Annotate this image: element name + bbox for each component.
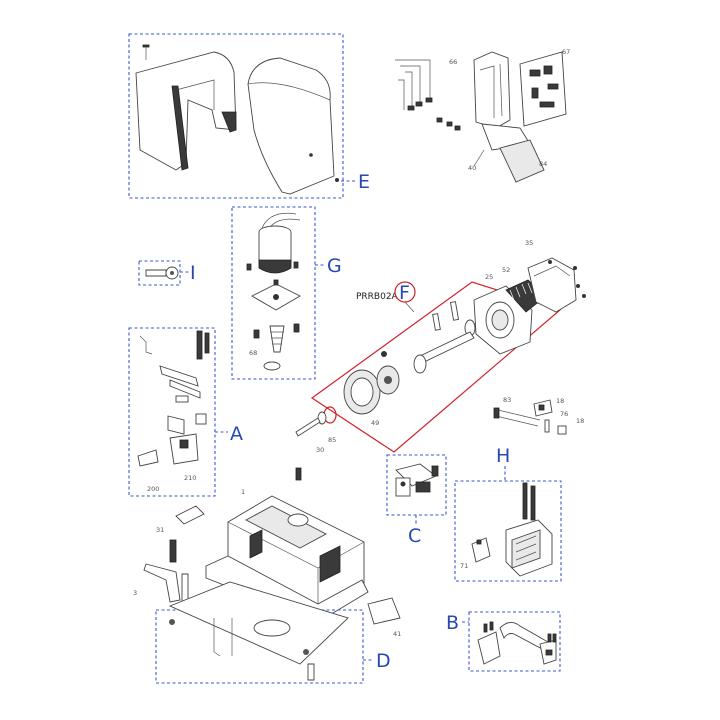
washer: [263, 361, 281, 371]
group-label-f: F: [399, 282, 410, 304]
back-cover: [247, 57, 335, 195]
mounting-bracket: [477, 631, 501, 665]
bearing: [413, 354, 427, 374]
group-label-b: B: [446, 612, 459, 634]
group-f-gearbox: PRRB02A F 25 52 35 49: [295, 239, 586, 454]
group-a-box: [128, 327, 216, 497]
part-number-210: 210: [184, 474, 196, 482]
output-shaft: [419, 331, 475, 363]
group-a-release: 200 210 A: [128, 327, 243, 497]
part-number-49: 49: [371, 419, 379, 427]
release-handle: [143, 563, 181, 603]
part-number-76: 76: [560, 410, 568, 418]
group-b-brackets: B: [446, 611, 561, 672]
part-number-71: 71: [460, 562, 468, 570]
group-label-h: H: [496, 445, 510, 467]
terminal-cover: [367, 597, 401, 625]
control-board: [519, 51, 567, 127]
part-number-66: 66: [449, 58, 457, 66]
worm-gear: [269, 325, 285, 353]
group-i-box: [138, 260, 181, 286]
group-label-i: I: [190, 262, 196, 284]
part-number-3: 3: [133, 589, 137, 597]
part-number-52: 52: [502, 266, 510, 274]
key-pin: [432, 313, 441, 331]
group-label-a: A: [230, 423, 243, 445]
bracket-plate-84: [499, 139, 545, 183]
group-label-g: G: [327, 255, 342, 277]
part-number-68: 68: [249, 349, 257, 357]
part-number-18a: 18: [556, 397, 564, 405]
group-g-motor: 68 G: [231, 206, 342, 380]
part-number-200: 200: [147, 485, 159, 493]
group-label-c: C: [408, 525, 421, 547]
part-number-67: 67: [562, 48, 570, 56]
group-h-box: [454, 480, 562, 582]
housing-bracket: [473, 51, 511, 129]
limit-switch-parts: 83 18 76 18: [493, 396, 584, 435]
group-c-capacitor: C: [386, 454, 447, 547]
group-label-e: E: [358, 171, 370, 193]
group-e-box: [128, 33, 344, 199]
kit-code: PRRB02A: [356, 292, 399, 302]
wiring-harness: [395, 59, 431, 110]
group-i-key: I: [138, 260, 196, 286]
group-label-d: D: [376, 650, 391, 672]
part-number-85: 85: [328, 436, 336, 444]
part-number-31: 31: [156, 526, 164, 534]
shaft-pin: [295, 417, 321, 437]
base-body: 1 31 3 41: [133, 467, 401, 638]
part-number-83: 83: [503, 396, 511, 404]
part-number-1: 1: [241, 488, 245, 496]
part-number-41: 41: [393, 630, 401, 638]
screw: [335, 178, 339, 182]
switch-clip: [544, 419, 550, 433]
group-d-foundation: D: [155, 581, 391, 684]
electronics-assembly: 66 84 40 67: [395, 48, 570, 183]
group-b-box: [468, 611, 561, 672]
switch-wires: [495, 409, 541, 427]
group-h-transformer: H 71: [454, 445, 562, 582]
part-number-84: 84: [539, 160, 547, 168]
group-d-box: [155, 609, 364, 684]
lock-housing: [169, 433, 199, 465]
switch-clip: [557, 425, 567, 435]
spacer-block: [175, 505, 205, 525]
lock-plate: [167, 415, 185, 435]
release-lever: [159, 365, 199, 387]
lock-cylinder: [137, 449, 159, 467]
anchor-bolts: [213, 618, 233, 657]
group-g-box: [231, 206, 316, 380]
key-pin: [449, 301, 460, 321]
group-e-covers: E: [128, 33, 370, 199]
part-number-35: 35: [525, 239, 533, 247]
part-number-18b: 18: [576, 417, 584, 425]
part-number-30: 30: [316, 446, 324, 454]
part-number-40: 40: [468, 164, 476, 172]
screw: [142, 44, 150, 48]
part-number-25: 25: [485, 273, 493, 281]
